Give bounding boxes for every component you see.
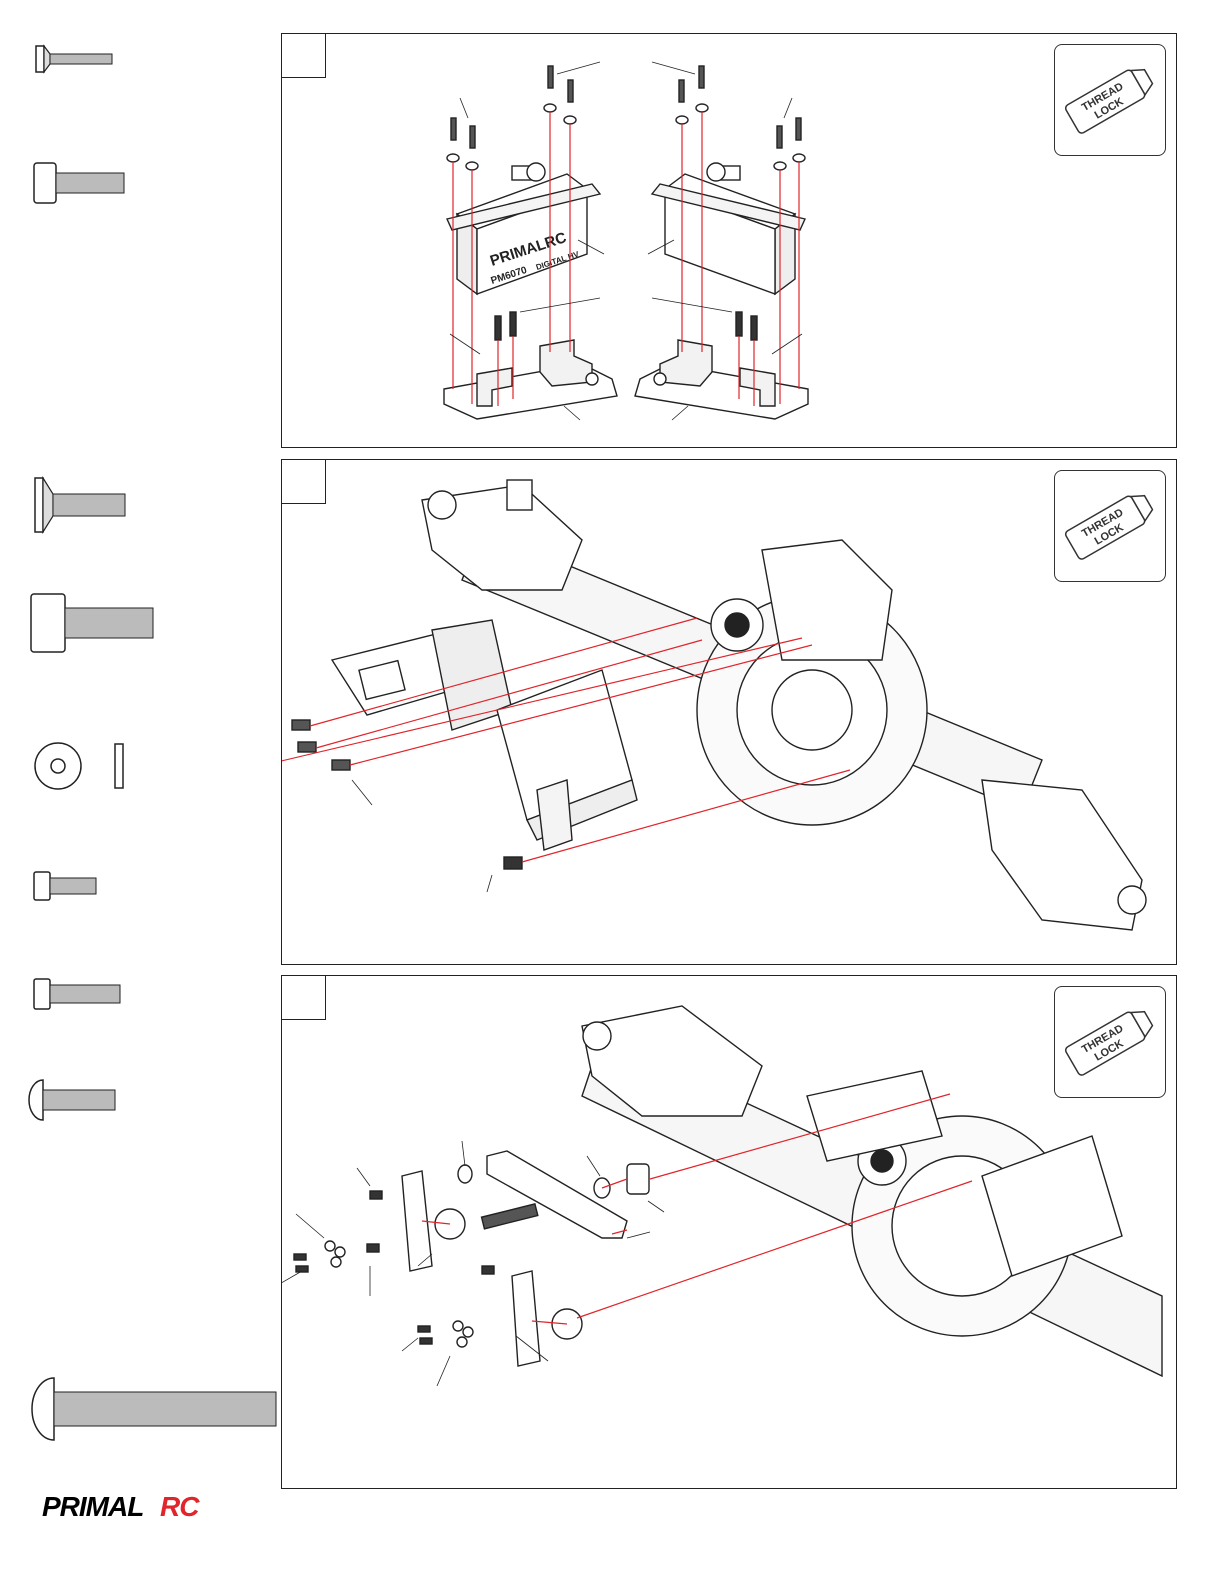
assembly-step-3-panel: THREAD LOCK: [281, 975, 1177, 1489]
flat-head-screw-icon: [34, 44, 116, 74]
button-head-screw-icon: [30, 1376, 280, 1442]
cap-head-screw-icon: [32, 870, 100, 902]
button-head-screw-icon: [27, 1078, 119, 1122]
servo-horn-linkage-diagram: [282, 976, 1175, 1487]
right-servo-assembly: [635, 62, 808, 420]
assembly-step-1-panel: THREAD LOCK PRIMALRC PM6070 DIGITAL HV: [281, 33, 1177, 448]
brand-logo: PRIMAL RC: [42, 1492, 242, 1527]
assembly-step-2-panel: THREAD LOCK: [281, 459, 1177, 965]
cap-head-screw-icon: [32, 977, 124, 1011]
cap-head-screw-icon: [32, 161, 128, 205]
washer-icon: [33, 740, 129, 792]
svg-text:RC: RC: [160, 1492, 200, 1522]
servo-mount-exploded-diagram: PRIMALRC PM6070 DIGITAL HV: [282, 34, 1175, 446]
left-servo-assembly: PRIMALRC PM6070 DIGITAL HV: [444, 66, 617, 419]
flat-head-screw-icon: [33, 476, 129, 534]
cap-head-screw-icon: [29, 592, 157, 654]
axle-servo-install-diagram: [282, 460, 1175, 963]
svg-text:PRIMAL: PRIMAL: [42, 1492, 143, 1522]
